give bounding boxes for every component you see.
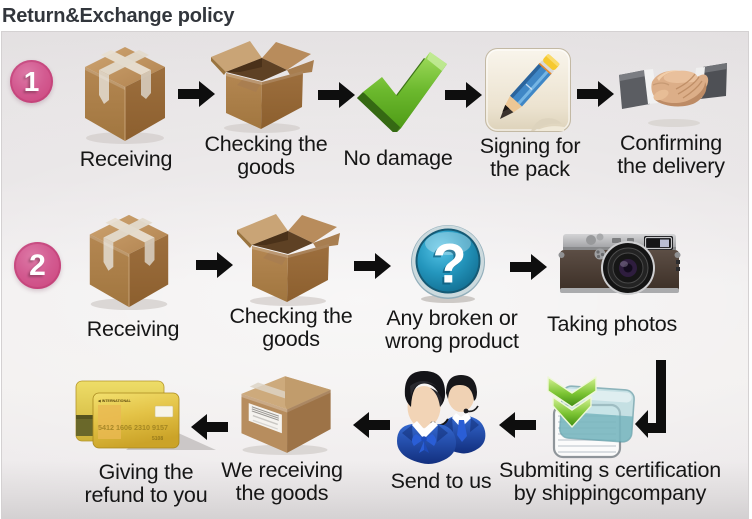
svg-text:◀ INTERNATIONAL: ◀ INTERNATIONAL xyxy=(97,399,132,403)
svg-text:?: ? xyxy=(430,234,464,297)
svg-text:?: ? xyxy=(432,232,466,295)
svg-text:5108: 5108 xyxy=(152,436,163,442)
svg-text:5412 1606 2310 9157: 5412 1606 2310 9157 xyxy=(98,423,168,432)
